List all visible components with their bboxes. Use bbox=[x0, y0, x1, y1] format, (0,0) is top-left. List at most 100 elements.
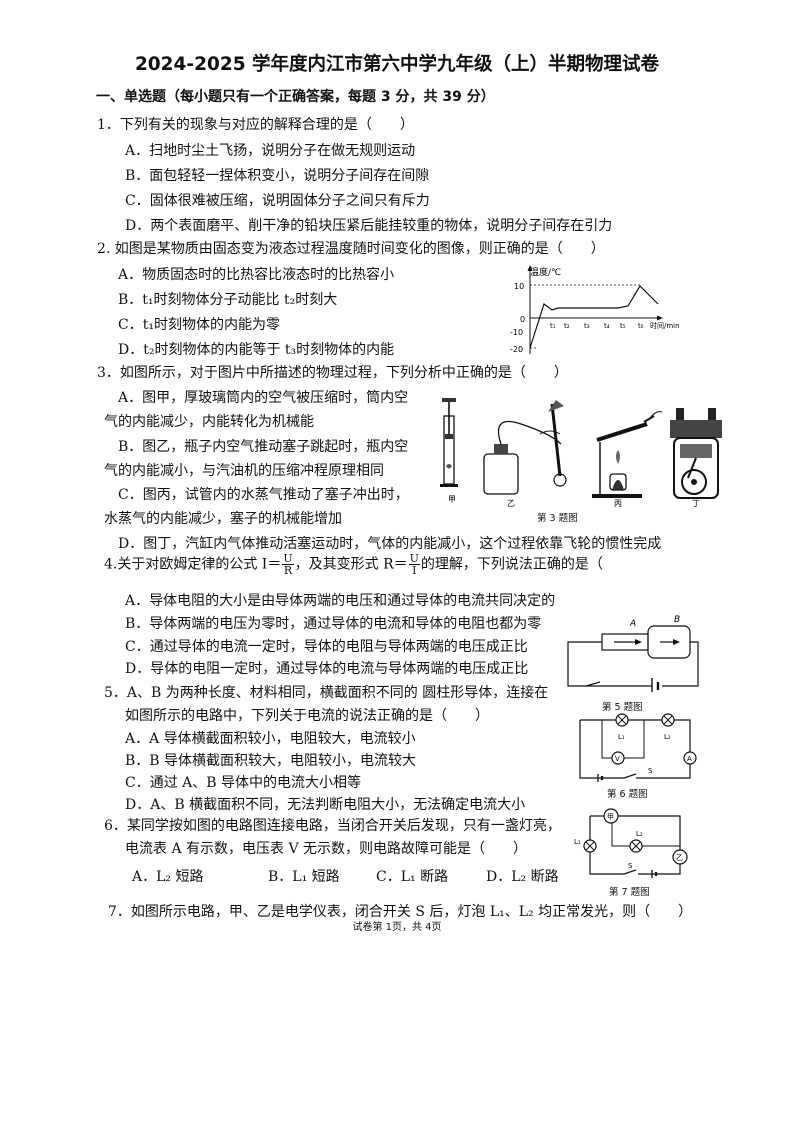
q3-stem: 3．如图所示，对于图片中所描述的物理过程，下列分析中正确的是（ ） bbox=[97, 365, 568, 381]
graph-xtick: t₆ bbox=[638, 322, 644, 330]
q5-stem-line1: 5．A、B 为两种长度、材料相同，横截面积不同的 圆柱形导体，连接在 bbox=[104, 685, 549, 701]
q1-option-b: B．面包轻轻一捏体积变小，说明分子间存在间隙 bbox=[125, 168, 430, 184]
graph-xtick: t₂ bbox=[564, 322, 570, 330]
graph-ytick: -10 bbox=[510, 328, 523, 337]
q5-option-d: D．A、B 横截面积不同，无法判断电阻大小，无法确定电流大小 bbox=[125, 797, 526, 813]
q2-option-c: C．t₁时刻物体的内能为零 bbox=[118, 317, 280, 333]
graph-ytick: -20 bbox=[510, 345, 523, 354]
figure-label-ding: 丁 bbox=[692, 499, 700, 508]
graph-xlabel: 时间/min bbox=[650, 321, 680, 330]
label-s: S bbox=[648, 767, 653, 775]
figure-ding-engine-cylinder bbox=[670, 408, 722, 499]
q6-stem-line2: 电流表 A 有示数，电压表 V 无示数，则电路故障可能是（ ） bbox=[125, 841, 528, 857]
switch bbox=[623, 869, 637, 875]
q5-caption: 第 5 题图 bbox=[602, 702, 643, 713]
meter-jia-symbol bbox=[603, 808, 619, 824]
q4-option-b: B．导体两端的电压为零时，通过导体的电流和导体的电阻也都为零 bbox=[125, 616, 542, 632]
q6-circuit-figure: V A L₁ L₂ S bbox=[579, 713, 697, 782]
q5-stem-line2: 如图所示的电路中，下列关于电流的说法正确的是（ ） bbox=[125, 708, 489, 724]
q6-option-d: D．L₂ 断路 bbox=[486, 869, 559, 885]
q5-option-a: A．A 导体横截面积较小，电阻较大，电流较小 bbox=[125, 731, 416, 747]
q4-option-c: C．通过导体的电流一定时，导体的电阻与导体两端的电压成正比 bbox=[125, 639, 528, 655]
meter-yi-symbol bbox=[672, 849, 688, 865]
q3-option-d: D．图丁，汽缸内气体推动活塞运动时，气体的内能减小，这个过程依靠飞轮的惯性完成 bbox=[118, 536, 662, 552]
meter-yi-label: 乙 bbox=[676, 854, 683, 862]
lamp-l1-symbol bbox=[615, 713, 629, 727]
label-l2: L₂ bbox=[636, 830, 643, 838]
voltmeter-label: V bbox=[615, 755, 620, 763]
label-s: S bbox=[628, 862, 633, 870]
q6-option-a: A．L₂ 短路 bbox=[132, 869, 204, 885]
q7-caption: 第 7 题图 bbox=[609, 887, 650, 898]
fraction-denominator: I bbox=[412, 564, 417, 577]
q3-option-a-cont: 气的内能减少，内能转化为机械能 bbox=[104, 414, 314, 430]
fraction-numerator: U bbox=[408, 552, 420, 565]
q4-stem-mid: ，及其变形式 R＝ bbox=[294, 556, 408, 573]
q3-option-b-cont: 气的内能减小，与汽油机的压缩冲程原理相同 bbox=[104, 463, 384, 479]
q1-option-c: C．固体很难被压缩，说明固体分子之间只有斥力 bbox=[125, 193, 430, 209]
fraction-numerator: U bbox=[282, 552, 294, 565]
q4-stem-pre: 4.关于对欧姆定律的公式 I＝ bbox=[104, 556, 282, 573]
graph-xtick: t₄ bbox=[604, 322, 610, 330]
switch bbox=[623, 773, 637, 779]
q2-option-d: D．t₂时刻物体的内能等于 t₃时刻物体的内能 bbox=[118, 342, 395, 358]
q6-option-c: C．L₁ 断路 bbox=[376, 869, 449, 885]
q3-caption: 第 3 题图 bbox=[537, 513, 578, 524]
figure-label-jia: 甲 bbox=[448, 495, 456, 504]
q6-stem-line1: 6．某同学按如图的电路图连接电路，当闭合开关后发现，只有一盏灯亮， bbox=[104, 818, 561, 834]
q1-stem: 1．下列有关的现象与对应的解释合理的是（ ） bbox=[97, 117, 414, 133]
graph-xtick: t₁ bbox=[550, 322, 556, 330]
label-a: A bbox=[629, 619, 636, 629]
q1-option-a: A．扫地时尘土飞扬，说明分子在做无规则运动 bbox=[125, 143, 416, 159]
graph-ytick: 10 bbox=[514, 282, 524, 291]
lamp-l1-symbol bbox=[583, 839, 597, 853]
fraction-denominator: R bbox=[283, 564, 293, 577]
q2-option-b: B．t₁时刻物体分子动能比 t₂时刻大 bbox=[118, 292, 338, 308]
q3-option-a: A．图甲，厚玻璃筒内的空气被压缩时，筒内空 bbox=[118, 390, 409, 406]
q5-circuit-figure: A B bbox=[567, 615, 699, 692]
graph-ylabel: 温度/℃ bbox=[530, 266, 561, 278]
q7-stem: 7．如图所示电路，甲、乙是电学仪表，闭合开关 S 后，灯泡 L₁、L₂ 均正常发… bbox=[108, 904, 693, 920]
graph-ytick: 0 bbox=[520, 315, 525, 324]
switch bbox=[585, 681, 601, 687]
figure-jia-compression-cylinder bbox=[440, 398, 458, 487]
lamp-l2-symbol bbox=[661, 713, 675, 727]
ammeter-label: A bbox=[687, 755, 692, 763]
figure-bing-test-tube-lamp bbox=[592, 411, 663, 498]
q2-stem: 2. 如图是某物质由固态变为液态过程温度随时间变化的图像，则正确的是（ ） bbox=[97, 241, 605, 257]
label-l2: L₂ bbox=[664, 733, 671, 741]
q4-option-d: D．导体的电阻一定时，通过导体的电流与导体两端的电压成正比 bbox=[125, 661, 529, 677]
figure-label-yi: 乙 bbox=[507, 499, 515, 508]
graph-xtick: t₅ bbox=[620, 322, 626, 330]
q3-option-c: C．图丙，试管内的水蒸气推动了塞子冲出时， bbox=[118, 487, 409, 503]
ammeter-symbol bbox=[683, 751, 697, 765]
figure-label-bing: 丙 bbox=[614, 499, 622, 508]
label-b: B bbox=[674, 615, 680, 625]
voltmeter-symbol bbox=[611, 751, 625, 765]
q1-option-d: D．两个表面磨平、削干净的铅块压紧后能挂较重的物体，说明分子间存在引力 bbox=[125, 218, 613, 234]
q4-option-a: A．导体电阻的大小是由导体两端的电压和通过导体的电流共同决定的 bbox=[125, 593, 556, 609]
q3-figure: 甲 乙 丙 丁 bbox=[440, 398, 722, 508]
q5-option-b: B．B 导体横截面积较大，电阻较小，电流较大 bbox=[125, 753, 417, 769]
lamp-l2-symbol bbox=[629, 839, 643, 853]
page-footer: 试卷第 1页，共 4页 bbox=[352, 922, 442, 933]
conductor-b bbox=[647, 625, 691, 659]
graph-xtick: t₃ bbox=[584, 322, 590, 330]
page-title: 2024-2025 学年度内江市第六中学九年级（上）半期物理试卷 bbox=[134, 54, 660, 75]
q3-option-b: B．图乙，瓶子内空气推动塞子跳起时，瓶内空 bbox=[118, 439, 409, 455]
label-l1: L₁ bbox=[574, 838, 581, 846]
figure-yi-bottle-pump bbox=[483, 400, 567, 495]
q5-option-c: C．通过 A、B 导体中的电流大小相等 bbox=[125, 775, 362, 791]
q6-caption: 第 6 题图 bbox=[607, 789, 648, 800]
meter-jia-label: 甲 bbox=[607, 813, 614, 821]
section-heading: 一、单选题（每小题只有一个正确答案，每题 3 分，共 39 分） bbox=[96, 89, 495, 105]
q3-option-c-cont: 水蒸气的内能减少，塞子的机械能增加 bbox=[104, 511, 342, 527]
q6-option-b: B．L₁ 短路 bbox=[268, 869, 340, 885]
q4-stem-post: 的理解，下列说法正确的是（ bbox=[420, 556, 603, 573]
label-l1: L₁ bbox=[618, 733, 625, 741]
q7-circuit-figure: 甲 乙 L₁ L₂ S bbox=[574, 808, 688, 878]
q2-option-a: A．物质固态时的比热容比液态时的比热容小 bbox=[118, 267, 395, 283]
